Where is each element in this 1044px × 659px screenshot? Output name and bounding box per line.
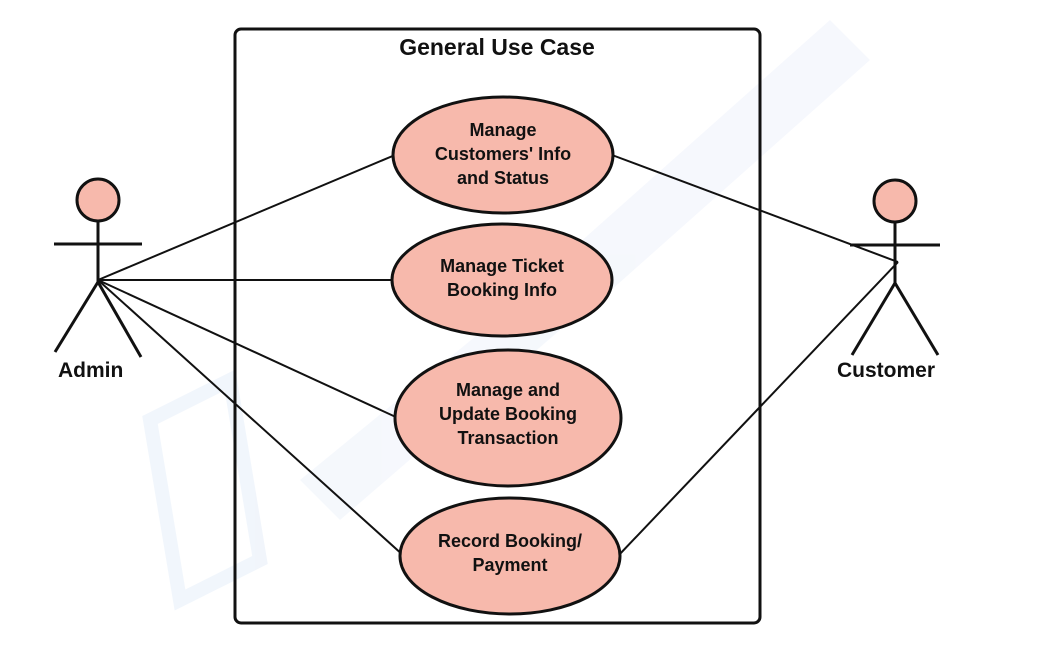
system-boundary (233, 27, 762, 625)
actor-label-customer: Customer (837, 359, 936, 382)
use-cases (390, 95, 623, 616)
use-case-uc4 (398, 496, 622, 616)
use-case-label-uc3: Manage and Update Booking Transaction (439, 380, 577, 448)
use-case-uc1 (391, 95, 615, 215)
use-case-label-uc2: Manage Ticket Booking Info (440, 256, 564, 300)
actor-customer-head (872, 178, 918, 224)
actor-admin-head (75, 177, 121, 223)
actor-customer (850, 178, 940, 356)
association-admin-uc1 (97, 154, 396, 281)
actor-label-admin: Admin (58, 359, 124, 382)
system-boundary-title: General Use Case (399, 34, 595, 60)
use-case-uc3 (393, 348, 623, 488)
use-case-uc2 (390, 222, 614, 338)
association-customer-uc4 (617, 261, 899, 557)
use-case-label-uc1: Manage Customers' Info and Status (434, 120, 572, 188)
association-admin-uc3 (97, 279, 399, 419)
actor-admin (53, 177, 143, 358)
association-admin-uc4 (97, 279, 405, 557)
use-case-label-uc4: Record Booking/ Payment (437, 531, 582, 575)
